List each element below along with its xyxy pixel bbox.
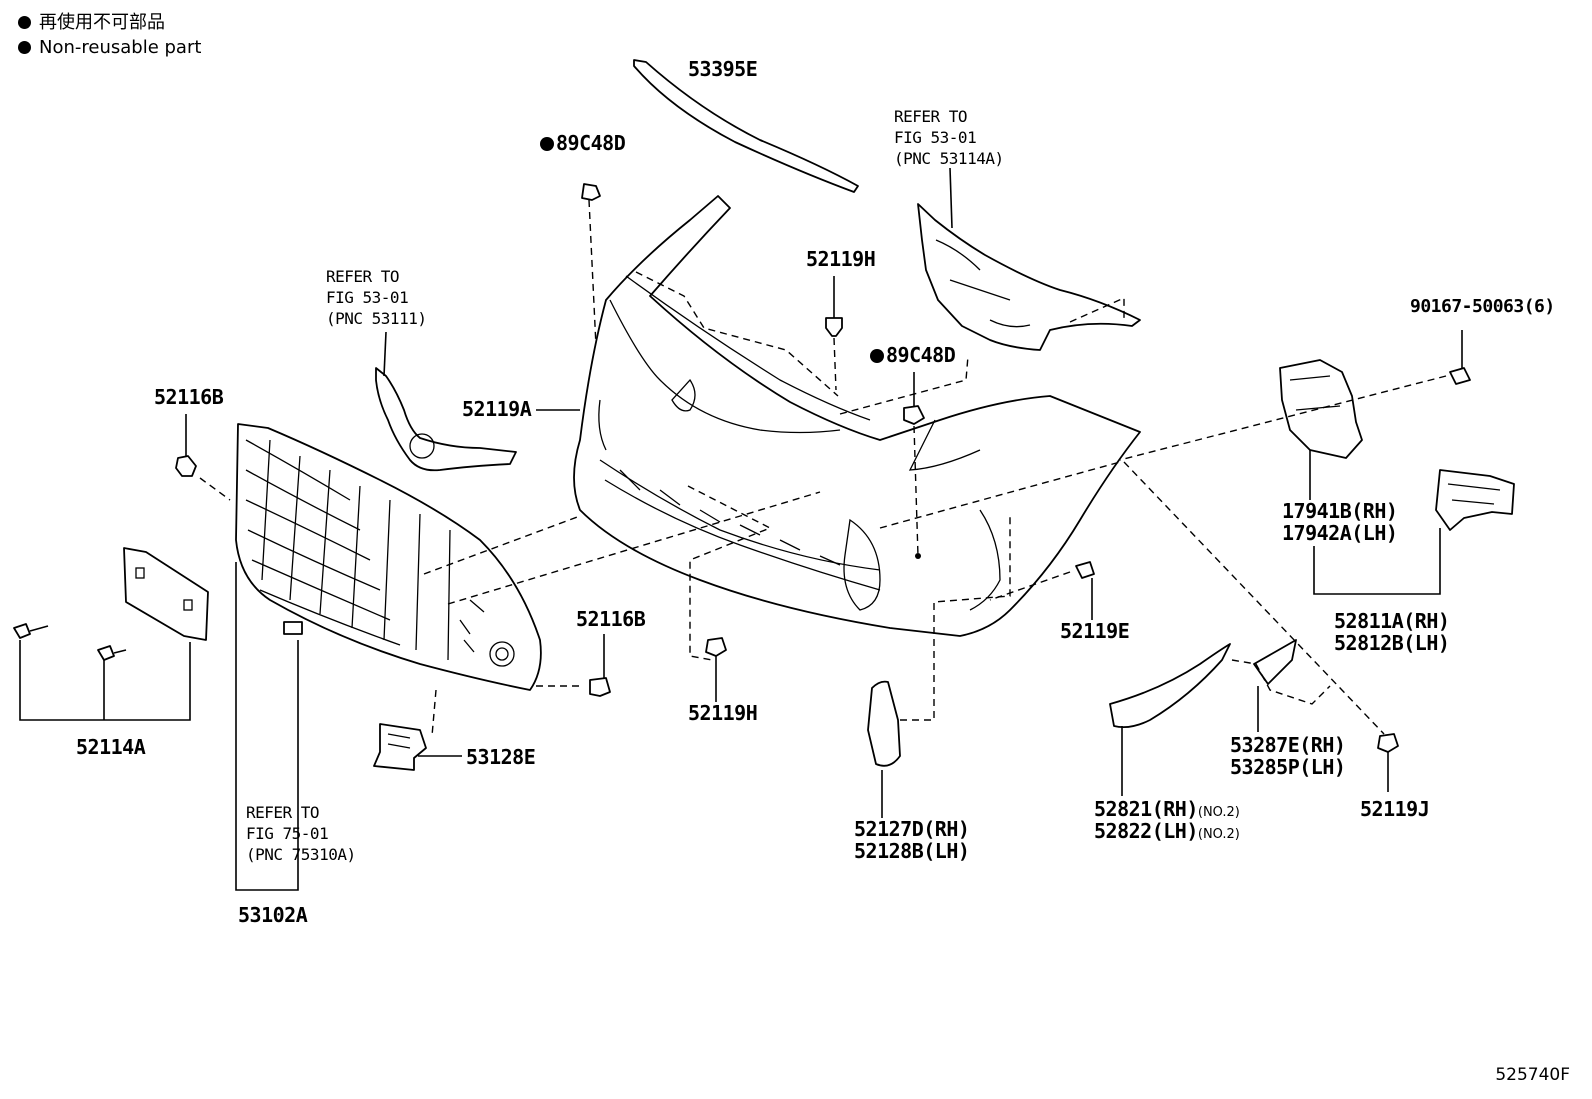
legend-en: Non-reusable part [18, 37, 201, 59]
label-53287e: 53287E(RH) [1230, 733, 1346, 757]
clip-89c48d-top [581, 183, 601, 201]
bracket-53287e [1253, 639, 1297, 685]
label-refer-53111: REFER TO FIG 53-01 (PNC 53111) [326, 267, 427, 328]
label-52119j: 52119J [1360, 797, 1430, 821]
label-17941b: 17941B(RH) [1282, 499, 1398, 523]
legend-jp: 再使用不可部品 [18, 12, 165, 34]
label-52811a: 52811A(RH) [1334, 609, 1450, 633]
bumper-retainer-53114a [917, 203, 1141, 351]
clip-52119h-top [825, 317, 843, 337]
bolt-52119e [1075, 561, 1095, 579]
air-duct-52811a [1435, 469, 1515, 531]
label-89c48d-mid: 89C48D [870, 344, 956, 366]
label-53128e: 53128E [466, 745, 536, 769]
cover-52821 [1109, 643, 1231, 729]
clip-89c48d-mid [903, 405, 925, 425]
screw-52114a-2 [97, 645, 127, 661]
emblem-small [283, 621, 303, 635]
label-52812b: 52812B(LH) [1334, 631, 1450, 655]
label-52116b-right: 52116B [576, 607, 646, 631]
clip-52116b-left [175, 455, 197, 477]
upper-molding-53395e [633, 59, 859, 193]
label-52119e: 52119E [1060, 619, 1130, 643]
label-52128b: 52128B(LH) [854, 839, 970, 863]
non-reusable-dot-icon [870, 349, 884, 363]
clip-52116b-right [589, 677, 611, 697]
label-17942a: 17942A(LH) [1282, 521, 1398, 545]
label-refer-75310a: REFER TO FIG 75-01 (PNC 75310A) [246, 803, 356, 864]
label-53285p: 53285P(LH) [1230, 755, 1346, 779]
bumper-retainer-53111 [375, 367, 517, 472]
license-plate-bracket [123, 547, 209, 641]
non-reusable-dot-icon [18, 41, 31, 54]
lower-grille-53102a [235, 423, 542, 691]
side-reflector-52127d [867, 680, 901, 767]
label-53102a: 53102A [238, 903, 308, 927]
clip-52119j [1377, 733, 1399, 753]
label-89c48d-top: 89C48D [540, 132, 626, 154]
label-52116b-left: 52116B [154, 385, 224, 409]
label-52119h-bottom: 52119H [688, 701, 758, 725]
bumper-cover-52119a [573, 195, 1141, 637]
label-53395e: 53395E [688, 57, 758, 81]
clip-52119h-bottom [705, 637, 727, 657]
label-90167: 90167-50063(6) [1410, 296, 1555, 317]
label-52114a: 52114A [76, 735, 146, 759]
label-52127d: 52127D(RH) [854, 817, 970, 841]
bracket-53128e [373, 723, 427, 771]
non-reusable-dot-icon [18, 16, 31, 29]
non-reusable-dot-icon [540, 137, 554, 151]
screw-52114a-1 [13, 623, 49, 639]
figure-id: 525740F [1495, 1065, 1570, 1085]
label-refer-53114a: REFER TO FIG 53-01 (PNC 53114A) [894, 107, 1004, 168]
bolt-90167 [1449, 367, 1471, 385]
side-duct-17941b [1279, 359, 1363, 459]
label-52822: 52822(LH)(NO.2) [1094, 819, 1240, 843]
label-52119a: 52119A [462, 397, 532, 421]
label-52821: 52821(RH)(NO.2) [1094, 797, 1240, 821]
label-52119h-top: 52119H [806, 247, 876, 271]
